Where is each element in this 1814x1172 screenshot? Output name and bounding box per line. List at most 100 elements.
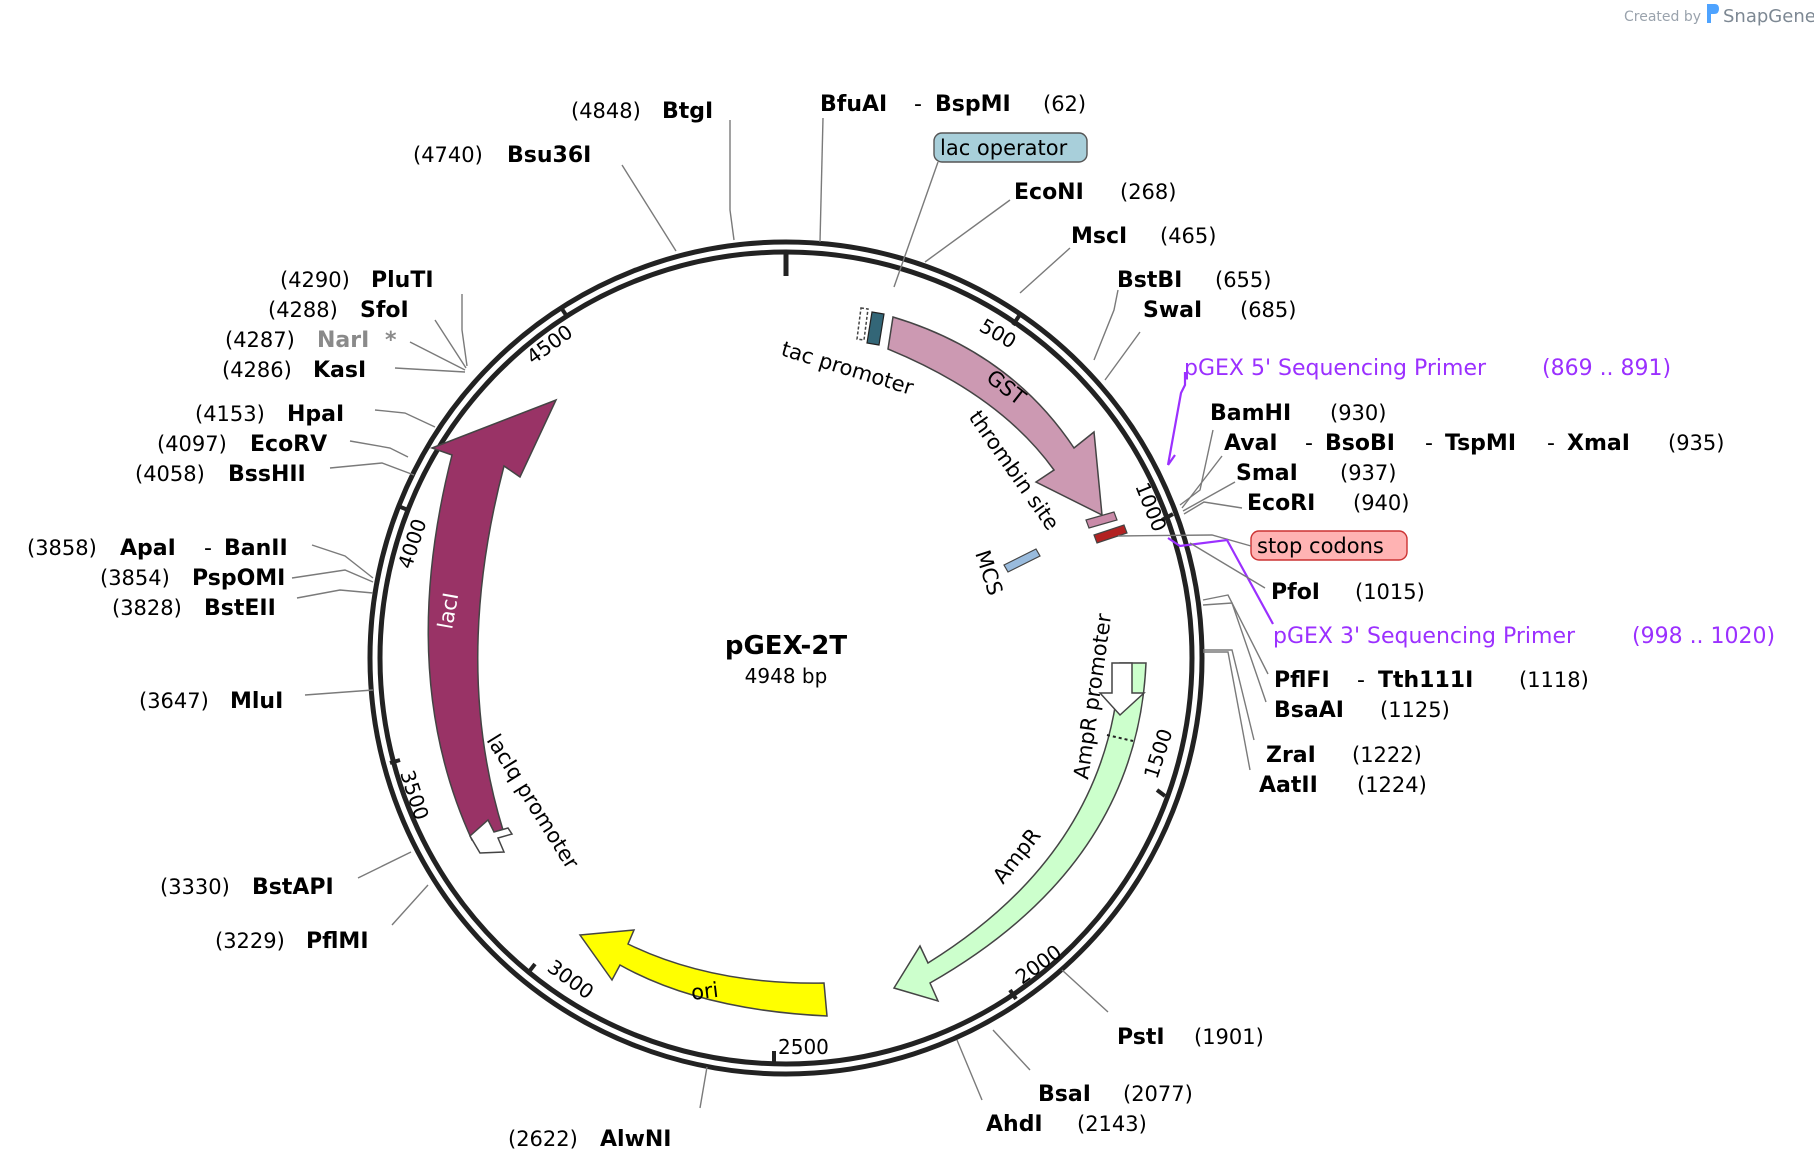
site-label-pspomi[interactable]: (3854) PspOMI	[100, 566, 285, 591]
site-name-nari: NarI	[317, 328, 369, 353]
site-pos-bamhi: (930)	[1330, 401, 1386, 425]
site-name-pspomi: PspOMI	[192, 566, 285, 591]
leader-ecori	[1183, 501, 1243, 515]
site-label-sfoi[interactable]: (4288) SfoI	[268, 298, 409, 323]
site-label-zrai[interactable]: ZraI (1222)	[1266, 743, 1422, 768]
site-label-bsshii[interactable]: (4058) BssHII	[135, 462, 306, 487]
site-name-bstbi: BstBI	[1117, 268, 1182, 293]
site-name-sfoi: SfoI	[360, 298, 409, 323]
site-label-pluti[interactable]: (4290) PluTI	[280, 268, 434, 293]
primer-5-range: (869 .. 891)	[1542, 356, 1671, 381]
site-label-bstapi[interactable]: (3330) BstAPI	[160, 875, 334, 900]
leader-apai	[311, 544, 374, 579]
site-label-hpai[interactable]: (4153) HpaI	[195, 402, 344, 427]
site-pos-avai: (935)	[1668, 431, 1724, 455]
site-label-ahdi[interactable]: AhdI (2143)	[986, 1112, 1147, 1137]
site-label-pfoi[interactable]: PfoI (1015)	[1271, 580, 1425, 605]
lac-operator-box[interactable]	[933, 132, 1088, 163]
site-pos-ecorv: (4097)	[157, 432, 227, 456]
site-name-tspmi: TspMI	[1445, 431, 1516, 456]
leader-zrai	[1203, 649, 1255, 741]
site-label-smai[interactable]: SmaI (937)	[1236, 461, 1396, 486]
site-leader-lines	[291, 117, 1269, 1109]
site-label-ecorv[interactable]: (4097) EcoRV	[157, 432, 327, 457]
site-name-swai: SwaI	[1143, 298, 1202, 323]
leader-pluti	[461, 294, 468, 367]
site-pos-sfoi: (4288)	[268, 298, 338, 322]
site-label-alwni[interactable]: (2622) AlwNI	[508, 1127, 672, 1152]
site-pos-smai: (937)	[1340, 461, 1396, 485]
leader-smai	[1182, 481, 1236, 512]
site-dash-apai: -	[204, 536, 212, 561]
tick-mark-2000	[1008, 988, 1018, 1001]
site-label-kasi[interactable]: (4286) KasI	[222, 358, 366, 383]
leader-econi	[924, 199, 1011, 263]
site-label-swai[interactable]: SwaI (685)	[1143, 298, 1296, 323]
tick-label-3000: 3000	[543, 955, 598, 1004]
site-label-bsteii[interactable]: (3828) BstEII	[112, 596, 276, 621]
leader-pflmi	[391, 884, 429, 926]
leader-bsu36i	[621, 164, 677, 252]
site-label-aatii[interactable]: AatII (1224)	[1259, 773, 1427, 798]
leader-stop-codons	[1117, 534, 1252, 547]
site-label-btgi[interactable]: (4848) BtgI	[571, 99, 713, 124]
site-name-banii: BanII	[224, 536, 288, 561]
site-name-pflmi: PflMI	[306, 929, 369, 954]
site-name-msci: MscI	[1071, 224, 1127, 249]
site-label-ecori[interactable]: EcoRI (940)	[1247, 491, 1409, 516]
feature-laciq-promoter-arrow[interactable]	[469, 818, 514, 854]
primer-5-name[interactable]: pGEX 5' Sequencing Primer	[1184, 356, 1487, 381]
site-name-pluti: PluTI	[371, 268, 434, 293]
site-name-bsai: BsaI	[1038, 1082, 1091, 1107]
site-label-bsaai[interactable]: BsaAI (1125)	[1274, 698, 1450, 723]
leader-bsai	[992, 1029, 1031, 1071]
site-label-nari[interactable]: (4287) NarI *	[225, 328, 397, 353]
feature-thrombin-site[interactable]	[1085, 511, 1118, 529]
site-label-pflfi[interactable]: PflFI - Tth111I (1118)	[1274, 668, 1589, 693]
feature-ampr-promoter-arrow[interactable]	[1098, 662, 1146, 717]
site-pos-alwni: (2622)	[508, 1127, 578, 1151]
site-name-smai: SmaI	[1236, 461, 1298, 486]
site-name-tth111i: Tth111I	[1378, 668, 1473, 693]
site-label-bsu36i[interactable]: (4740) Bsu36I	[413, 143, 591, 168]
site-name-xmai: XmaI	[1567, 431, 1630, 456]
created-by-text: Created by	[1624, 9, 1701, 25]
site-pos-ecori: (940)	[1353, 491, 1409, 515]
primer-3-name[interactable]: pGEX 3' Sequencing Primer	[1273, 624, 1576, 649]
site-label-bfuai[interactable]: BfuAI - BspMI (62)	[820, 92, 1086, 117]
site-label-pflmi[interactable]: (3229) PflMI	[215, 929, 369, 954]
site-label-apai[interactable]: (3858) ApaI - BanII	[27, 536, 288, 561]
site-name-bstapi: BstAPI	[252, 875, 334, 900]
leader-pflfi	[1202, 594, 1269, 675]
feature-mcs[interactable]	[1003, 548, 1041, 573]
site-label-msci[interactable]: MscI (465)	[1071, 224, 1216, 249]
site-name-mlui: MluI	[230, 689, 283, 714]
label-mcs: MCS	[970, 547, 1007, 598]
site-pos-nari: (4287)	[225, 328, 295, 352]
site-label-bsai[interactable]: BsaI (2077)	[1038, 1082, 1193, 1107]
site-label-bamhi[interactable]: BamHI (930)	[1210, 401, 1386, 426]
site-label-avai[interactable]: AvaI - BsoBI - TspMI - XmaI (935)	[1224, 431, 1724, 456]
site-pos-bsaai: (1125)	[1380, 698, 1450, 722]
site-name-bspmi: BspMI	[935, 92, 1011, 117]
site-name-bsobi: BsoBI	[1325, 431, 1395, 456]
feature-ori-arrow[interactable]	[578, 929, 828, 1017]
site-name-kasi: KasI	[313, 358, 366, 383]
site-label-mlui[interactable]: (3647) MluI	[139, 689, 283, 714]
feature-tac-promoter[interactable]	[856, 307, 885, 346]
feature-stop-marker[interactable]	[1093, 524, 1128, 544]
site-name-zrai: ZraI	[1266, 743, 1316, 768]
site-label-bstbi[interactable]: BstBI (655)	[1117, 268, 1271, 293]
site-pos-econi: (268)	[1120, 180, 1176, 204]
site-star-nari: *	[385, 328, 397, 353]
leader-msci	[1019, 247, 1071, 294]
feature-gst-arrow[interactable]	[887, 316, 1103, 517]
leader-hpai	[374, 409, 436, 428]
site-label-psti[interactable]: PstI (1901)	[1117, 1025, 1264, 1050]
site-pos-zrai: (1222)	[1352, 743, 1422, 767]
site-name-bfuai: BfuAI	[820, 92, 887, 117]
snapgene-brand: SnapGene	[1723, 6, 1814, 27]
feature-laci-arrow[interactable]	[427, 398, 558, 841]
site-name-econi: EcoNI	[1014, 180, 1084, 205]
site-label-econi[interactable]: EcoNI (268)	[1014, 180, 1176, 205]
